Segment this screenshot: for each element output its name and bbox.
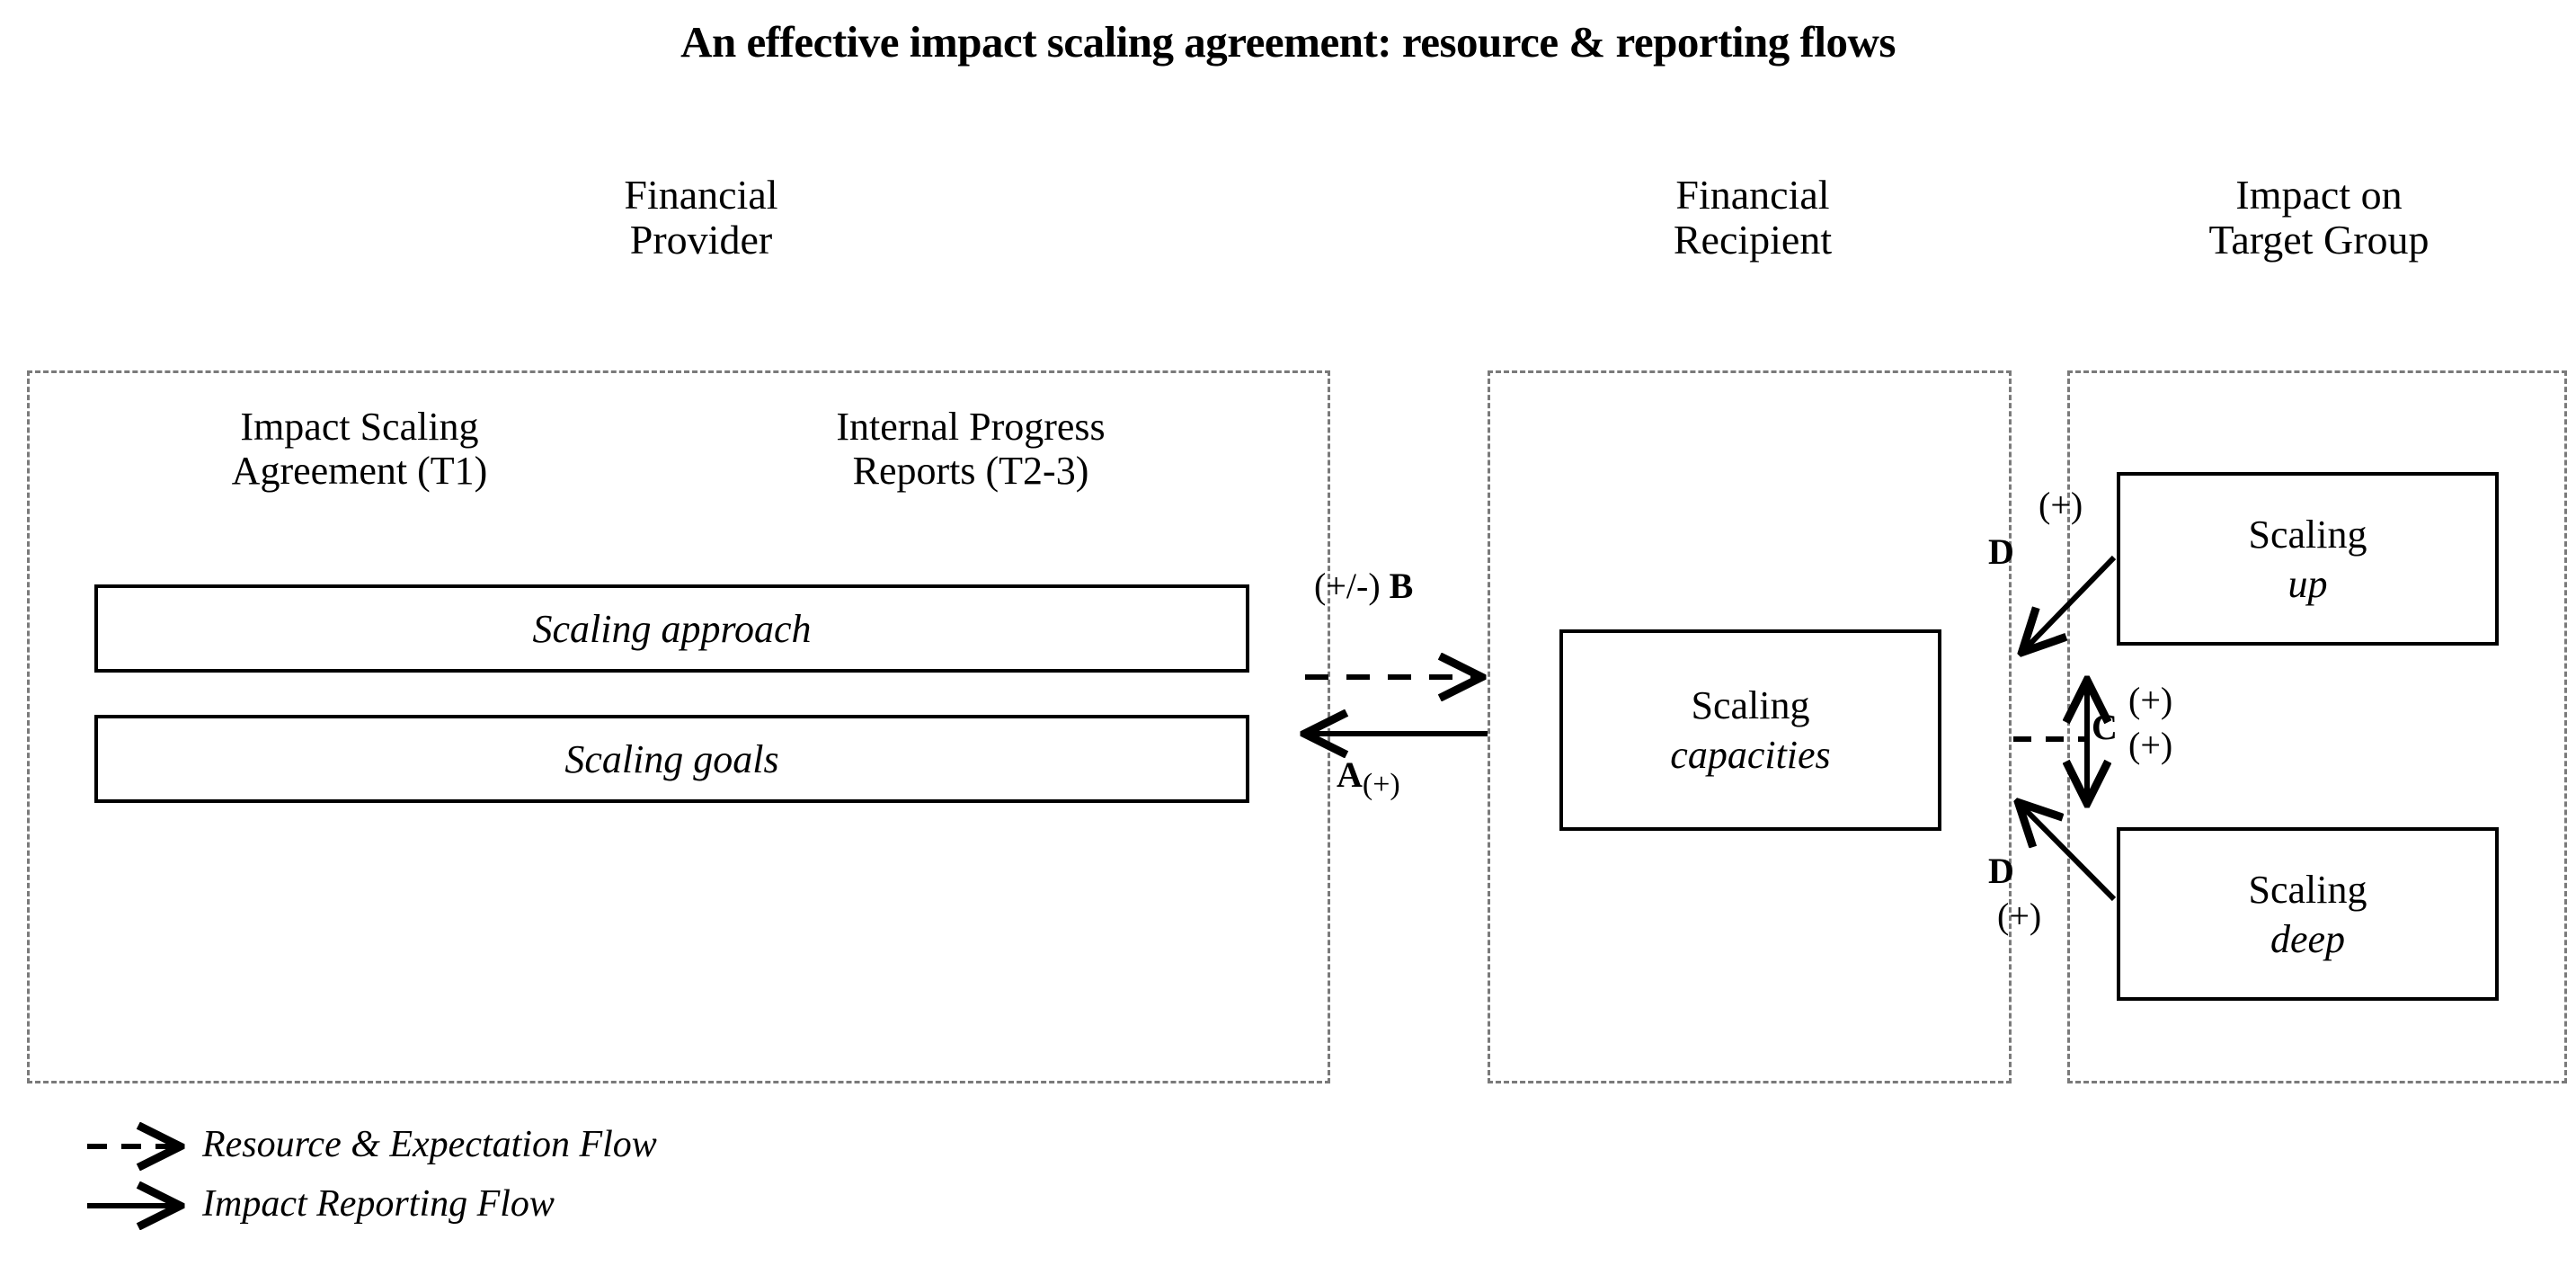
column-header-line2: Recipient [1673,216,1833,263]
box-scaling-deep: Scaling deep [2117,827,2499,1001]
label-line1: Impact Scaling [240,405,479,449]
legend: Resource & Expectation Flow Impact Repor… [85,1115,1074,1234]
box-scaling-capacities: Scaling capacities [1559,629,1941,831]
legend-item-resource-flow: Resource & Expectation Flow [85,1115,1074,1174]
box-scaling-approach: Scaling approach [94,584,1249,673]
edge-label-a: A(+) [1337,753,1400,801]
column-header-line2: Provider [629,216,773,263]
column-header-line1: Financial [624,172,778,218]
box-scaling-capacities-line1: Scaling [1691,683,1810,727]
box-scaling-approach-label: Scaling approach [532,606,812,651]
legend-item-reporting-flow: Impact Reporting Flow [85,1174,1074,1234]
edge-label-c-sign-2: (+) [2128,725,2173,765]
column-header-line2: Target Group [2208,216,2429,263]
edge-label-d-top-sign: (+) [2039,485,2083,525]
box-scaling-up-line1: Scaling [2248,512,2367,557]
edge-label-c-sign-1: (+) [2128,680,2173,720]
box-scaling-goals: Scaling goals [94,715,1249,803]
edge-label-a-sign: (+) [1362,768,1400,801]
column-header-line1: Financial [1675,172,1830,218]
label-line2: Reports (T2-3) [852,449,1089,494]
edge-label-b-letter: B [1389,566,1414,606]
column-header-financial-provider: Financial Provider [386,173,1016,262]
edge-label-d-bottom-sign: (+) [1997,896,2042,936]
box-scaling-up-line2: up [2287,561,2328,606]
box-scaling-deep-line2: deep [2270,916,2346,961]
dashed-arrow-icon [85,1127,202,1163]
edge-label-b-sign: (+/-) [1314,566,1381,606]
page-title: An effective impact scaling agreement: r… [680,17,1896,67]
box-scaling-capacities-line2: capacities [1670,733,1831,777]
edge-label-a-letter: A [1337,754,1363,795]
column-header-impact-target-group: Impact on Target Group [2067,173,2571,262]
panel-impact-target-group [2067,370,2567,1083]
label-line2: Agreement (T1) [231,449,488,494]
label-line1: Internal Progress [836,405,1106,449]
edge-label-c-letter: C [2092,707,2118,747]
edge-label-b: (+/-) B [1314,565,1413,607]
label-internal-progress-reports: Internal Progress Reports (T2-3) [710,405,1231,494]
label-impact-scaling-agreement: Impact Scaling Agreement (T1) [99,405,620,494]
box-scaling-up: Scaling up [2117,472,2499,646]
solid-arrow-icon [85,1186,202,1222]
column-header-line1: Impact on [2235,172,2403,218]
legend-label-reporting-flow: Impact Reporting Flow [202,1183,555,1225]
column-header-financial-recipient: Financial Recipient [1510,173,1995,262]
edge-label-d-bottom-letter: D [1988,851,2014,891]
panel-financial-recipient [1488,370,2012,1083]
legend-label-resource-flow: Resource & Expectation Flow [202,1124,657,1165]
box-scaling-goals-label: Scaling goals [564,736,779,781]
box-scaling-deep-line1: Scaling [2248,867,2367,912]
edge-label-d-top-letter: D [1988,531,2014,572]
